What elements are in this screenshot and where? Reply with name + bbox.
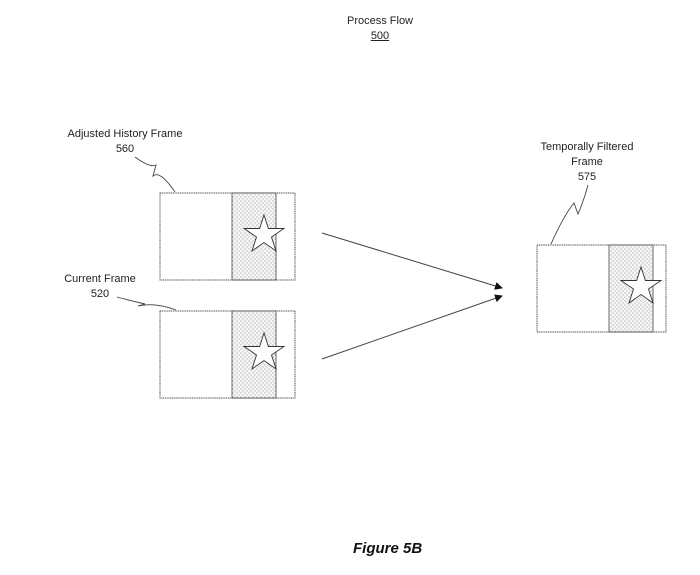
- star-icon: [619, 265, 663, 305]
- history-frame-ref: 560: [115, 143, 135, 155]
- filtered-frame-name-line2: Frame: [571, 156, 603, 168]
- history-frame-label: Adjusted History Frame 560: [55, 127, 195, 157]
- arrow-current-to-filtered: [321, 294, 503, 360]
- figure-caption: Figure 5B: [353, 540, 423, 557]
- current-frame-label: Current Frame 520: [50, 272, 150, 302]
- current-frame-ref: 520: [90, 288, 110, 300]
- filtered-frame: [536, 244, 667, 333]
- current-frame: [159, 310, 296, 399]
- filtered-frame-label: Temporally Filtered Frame 575: [527, 140, 647, 185]
- current-frame-name: Current Frame: [64, 273, 136, 285]
- history-frame: [159, 192, 296, 281]
- title-ref-number: 500: [370, 30, 390, 42]
- current-leader-line: [116, 296, 177, 311]
- filtered-frame-ref: 575: [577, 171, 597, 183]
- filtered-frame-name-line1: Temporally Filtered: [540, 141, 634, 153]
- filtered-leader-line: [550, 184, 589, 245]
- history-leader-line: [134, 156, 176, 193]
- title-text: Process Flow: [346, 15, 414, 27]
- star-icon: [242, 213, 286, 253]
- history-frame-name: Adjusted History Frame: [67, 128, 183, 140]
- process-flow-title: Process Flow 500: [330, 14, 430, 44]
- arrow-history-to-filtered: [321, 232, 503, 290]
- star-icon: [242, 331, 286, 371]
